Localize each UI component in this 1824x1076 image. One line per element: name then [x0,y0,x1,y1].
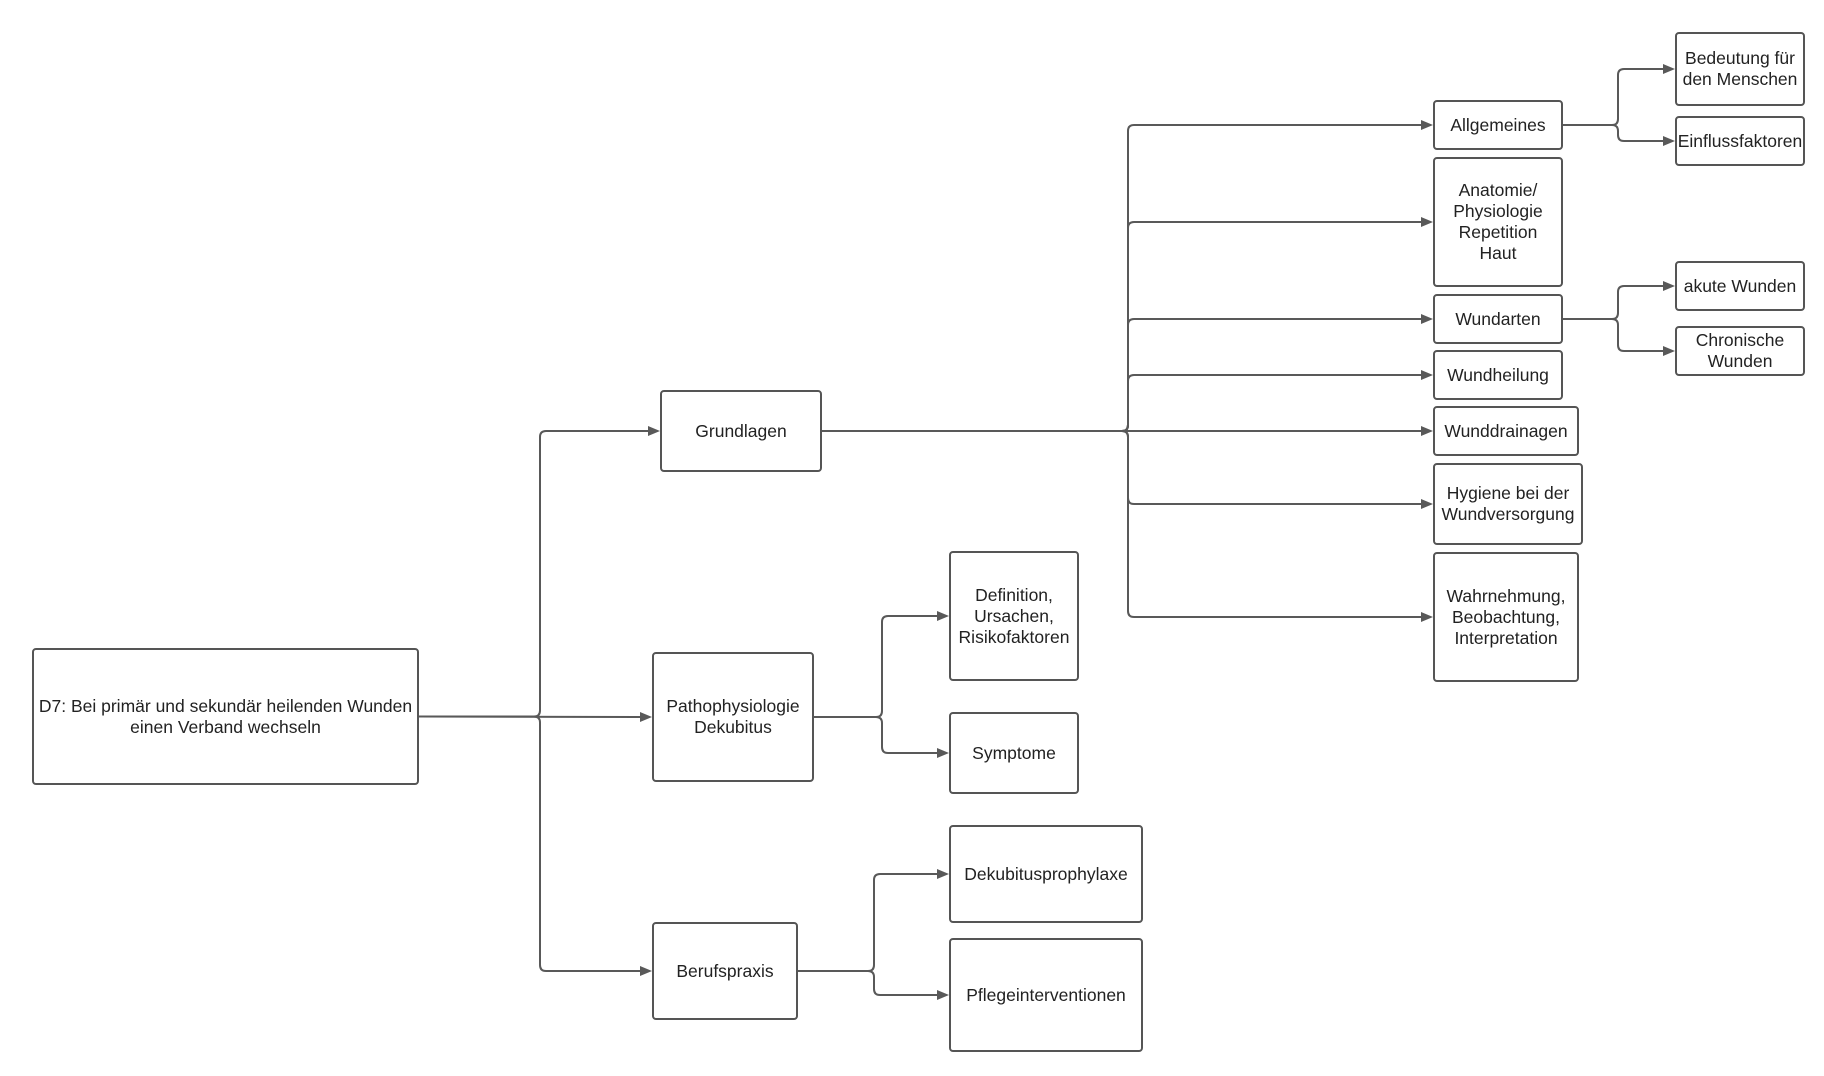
definition-node[interactable]: Definition, Ursachen, Risikofaktoren [949,551,1079,681]
arrowhead-root-grundlagen [648,426,660,436]
connector-wundarten-akute [1563,285,1665,320]
arrowhead-allgemeines-bedeutung [1663,64,1675,74]
symptome-node[interactable]: Symptome [949,712,1079,794]
wunddrainagen-node[interactable]: Wunddrainagen [1433,406,1579,456]
connector-grundlagen-anatomie [822,221,1423,432]
grundlagen-node[interactable]: Grundlagen [660,390,822,472]
pathophysiologie-node[interactable]: Pathophysiologie Dekubitus [652,652,814,782]
anatomie-node[interactable]: Anatomie/ Physiologie Repetition Haut [1433,157,1563,287]
arrowhead-root-patho [640,712,652,722]
arrowhead-wundarten-akute [1663,281,1675,291]
pflegeinterventionen-node[interactable]: Pflegeinterventionen [949,938,1143,1052]
wahrnehmung-node[interactable]: Wahrnehmung, Beobachtung, Interpretation [1433,552,1579,682]
connector-grundlagen-wundheilung [822,374,1423,432]
arrowhead-grundlagen-wundarten [1421,314,1433,324]
arrowhead-grundlagen-wundheilung [1421,370,1433,380]
arrowhead-grundlagen-wahrnehmung [1421,612,1433,622]
connector-root-grundlagen [419,430,650,718]
connector-allgemeines-bedeutung [1563,68,1665,126]
connector-berufspraxis-pflegeinterventionen [798,970,939,996]
connector-allgemeines-einfluss [1563,124,1665,142]
connector-patho-symptome [814,716,939,754]
bedeutung-node[interactable]: Bedeutung für den Menschen [1675,32,1805,106]
arrowhead-root-berufspraxis [640,966,652,976]
root-node[interactable]: D7: Bei primär und sekundär heilenden Wu… [32,648,419,785]
arrowhead-allgemeines-einfluss [1663,136,1675,146]
arrowhead-wundarten-chronische [1663,346,1675,356]
dekubitusprophylaxe-node[interactable]: Dekubitusprophylaxe [949,825,1143,923]
arrowhead-berufspraxis-dekubitusprophylaxe [937,869,949,879]
berufspraxis-node[interactable]: Berufspraxis [652,922,798,1020]
connector-patho-definition [814,615,939,718]
connector-grundlagen-wahrnehmung [822,430,1423,618]
connector-grundlagen-hygiene [822,430,1423,505]
connector-root-berufspraxis [419,715,642,972]
wundarten-node[interactable]: Wundarten [1433,294,1563,344]
einflussfaktoren-node[interactable]: Einflussfaktoren [1675,116,1805,166]
arrowhead-grundlagen-hygiene [1421,499,1433,509]
akute-wunden-node[interactable]: akute Wunden [1675,261,1805,311]
arrowhead-grundlagen-wunddrainagen [1421,426,1433,436]
arrowhead-grundlagen-anatomie [1421,217,1433,227]
arrowhead-grundlagen-allgemeines [1421,120,1433,130]
hygiene-node[interactable]: Hygiene bei der Wundversorgung [1433,463,1583,545]
allgemeines-node[interactable]: Allgemeines [1433,100,1563,150]
chronische-wunden-node[interactable]: Chronische Wunden [1675,326,1805,376]
arrowhead-patho-symptome [937,748,949,758]
connector-grundlagen-allgemeines [822,124,1423,432]
arrowhead-berufspraxis-pflegeinterventionen [937,990,949,1000]
connector-wundarten-chronische [1563,318,1665,352]
connector-berufspraxis-dekubitusprophylaxe [798,873,939,972]
wundheilung-node[interactable]: Wundheilung [1433,350,1563,400]
arrowhead-patho-definition [937,611,949,621]
